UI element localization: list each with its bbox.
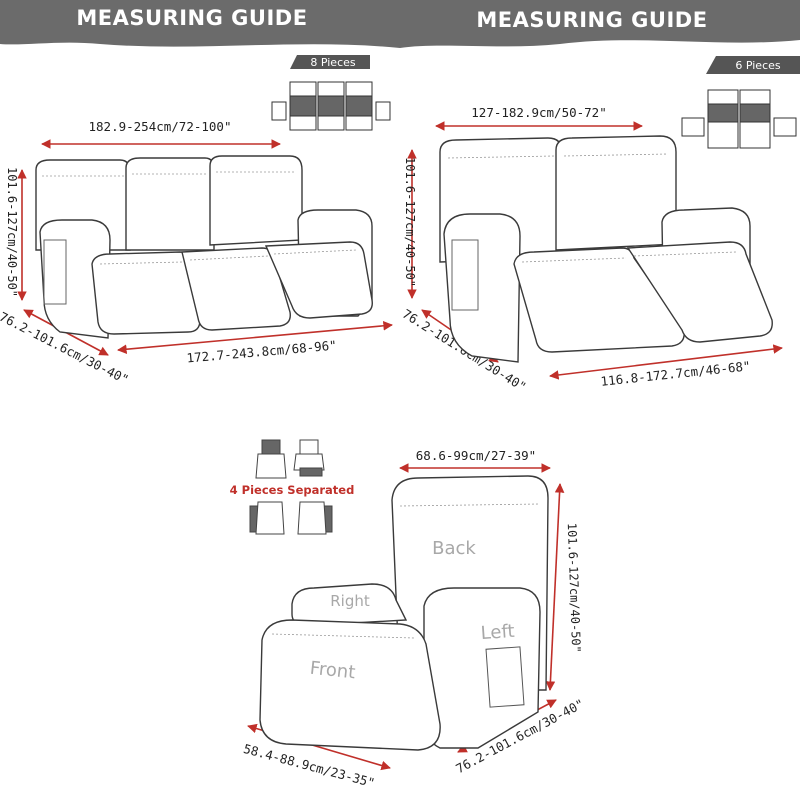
left-sofa-3-seat — [35, 155, 373, 339]
left-dim-width-top: 182.9-254cm/72-100" — [89, 119, 232, 134]
single-dim-height: 101.6-127cm/40-50" — [565, 523, 584, 653]
left-pieces-badge: 8 Pieces — [290, 55, 370, 69]
single-recliner — [259, 475, 549, 751]
right-pieces-badge: 6 Pieces — [706, 56, 800, 74]
part-label-back: Back — [432, 538, 476, 559]
right-pieces-icon — [681, 89, 797, 149]
part-label-left: Left — [480, 621, 515, 644]
right-dim-width-bottom: 116.8-172.7cm/46-68" — [600, 358, 751, 389]
part-label-front: Front — [309, 658, 356, 684]
svg-text:8 Pieces: 8 Pieces — [310, 56, 356, 69]
separated-label: 4 Pieces Separated — [230, 483, 355, 497]
left-dim-height: 101.6-127cm/40-50" — [5, 167, 19, 297]
svg-text:6 Pieces: 6 Pieces — [735, 59, 781, 72]
single-panel: 4 Pieces Separated 68.6-99cm/27-39" 101.… — [230, 439, 587, 791]
recliner-front — [259, 619, 441, 751]
right-dim-height: 101.6-127cm/40-50" — [403, 157, 417, 287]
separated-pieces-icons — [249, 439, 333, 535]
left-banner — [0, 0, 400, 48]
single-dim-front: 58.4-88.9cm/23-35" — [242, 741, 377, 791]
right-banner — [400, 0, 800, 48]
right-panel: MEASURING GUIDE 6 Pieces 127-182.9cm/50-… — [400, 0, 800, 394]
left-panel: MEASURING GUIDE 8 Pieces 182.9-254cm/72-… — [0, 0, 400, 387]
right-banner-title: MEASURING GUIDE — [476, 8, 707, 32]
single-dim-width-top: 68.6-99cm/27-39" — [416, 448, 536, 463]
left-banner-title: MEASURING GUIDE — [76, 6, 307, 30]
left-pieces-icon — [271, 81, 391, 131]
right-sofa-2-seat — [439, 135, 773, 363]
right-dim-width-top: 127-182.9cm/50-72" — [471, 105, 606, 120]
part-label-right: Right — [330, 592, 370, 610]
recliner-left-arm — [423, 587, 541, 749]
